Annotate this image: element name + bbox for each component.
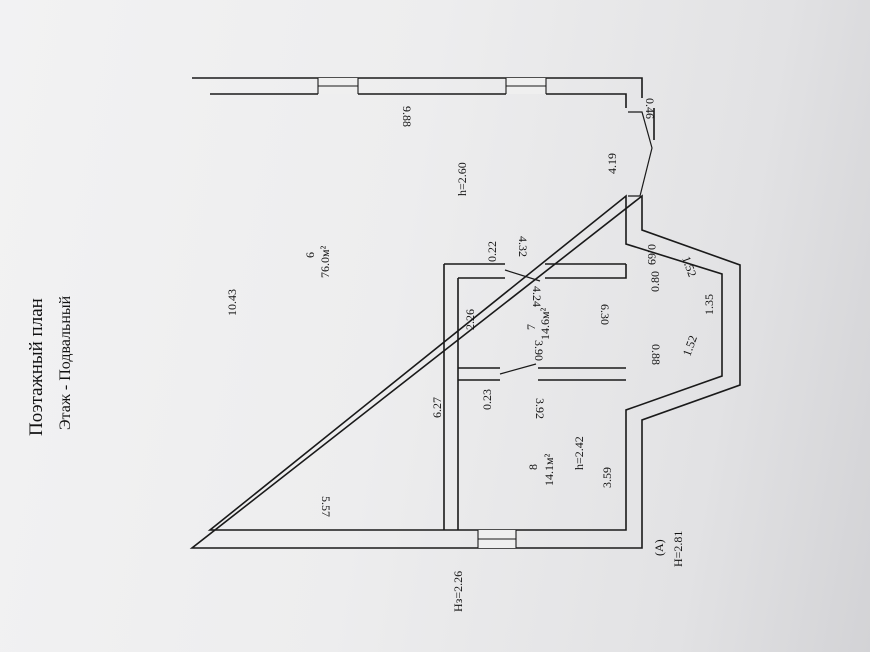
- dim-6-30: 6.30: [598, 304, 612, 325]
- dim-0-88: 0.88: [649, 344, 663, 365]
- plan-title: Поэтажный план: [26, 298, 47, 436]
- partition-top: [444, 263, 627, 279]
- dim-1-52-bottom: 1.52: [680, 334, 700, 359]
- window-top-right: [505, 78, 547, 94]
- axis-label: (A): [652, 539, 666, 556]
- dim-1-35: 1.35: [702, 294, 716, 315]
- right-opening: [628, 111, 653, 197]
- outer-height-note: H=2.81: [671, 531, 685, 567]
- dim-3-92: 3.92: [533, 398, 547, 419]
- dim-4-19: 4.19: [605, 153, 619, 174]
- dim-2-26: 2.26: [463, 309, 477, 330]
- ground-height-note: Hз=2.26: [451, 571, 465, 612]
- door-swing-top: [504, 269, 541, 282]
- dim-0-23: 0.23: [480, 389, 494, 410]
- dim-6-27: 6.27: [430, 397, 444, 418]
- room-6-number: 6: [303, 252, 317, 258]
- room-7-area: 14.6м²: [538, 307, 552, 340]
- dim-1-52-top: 1.52: [679, 254, 699, 279]
- door-swing-bottom: [499, 363, 537, 375]
- dim-5-57: 5.57: [319, 496, 333, 517]
- dim-4-32: 4.32: [516, 236, 530, 257]
- dim-3-90: 3.90: [532, 340, 546, 361]
- partition-vertical: [443, 264, 459, 530]
- floor-label: Этаж - Подвальный: [57, 295, 74, 430]
- dim-0-22: 0.22: [485, 241, 499, 262]
- room-8-height: h=2.42: [572, 436, 586, 470]
- dim-0-69: 0.69: [645, 244, 659, 265]
- dim-0-46: 0.46: [643, 98, 657, 119]
- room-8-number: 8: [526, 464, 540, 470]
- dim-10-43: 10.43: [225, 289, 239, 316]
- dim-4-24: 4.24: [530, 286, 544, 307]
- room-6-area: 76.0м²: [318, 245, 332, 278]
- room-6-height: h=2.60: [455, 162, 469, 196]
- dim-9-88: 9.88: [400, 106, 414, 127]
- partition-bottom: [458, 367, 626, 381]
- inner-wall: [207, 93, 723, 531]
- room-8-area: 14.1м²: [542, 453, 556, 486]
- dim-0-80: 0.80: [648, 271, 662, 292]
- entrance-opening: [477, 530, 517, 548]
- window-top-left: [317, 78, 359, 94]
- dim-3-59: 3.59: [600, 467, 614, 488]
- room-7-number: 7: [524, 324, 538, 330]
